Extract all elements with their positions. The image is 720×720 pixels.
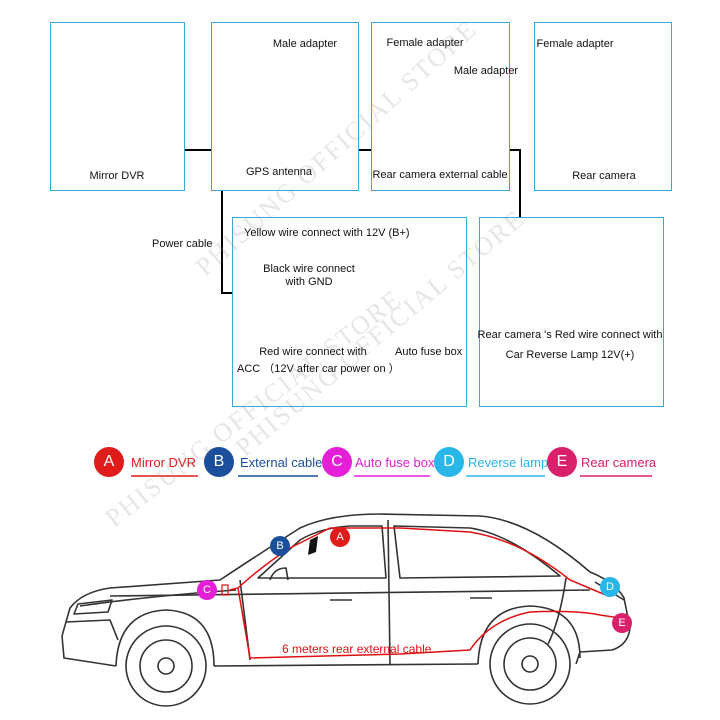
car-badge-d: D (600, 577, 620, 597)
legend-badge-a: A (94, 447, 124, 477)
legend-badge-e: E (547, 447, 577, 477)
mirror-dvr-box (50, 22, 185, 191)
rear-camera-box (534, 22, 672, 191)
legend-text-c: Auto fuse box (355, 455, 435, 470)
legend-text-b: External cable (240, 455, 323, 470)
black-wire-label-2: with GND (285, 276, 333, 288)
legend-text-e: Rear camera (581, 455, 657, 470)
legend-badge-d: D (434, 447, 464, 477)
fuse-box (232, 217, 467, 407)
car-badge-c: C (197, 580, 217, 600)
car-badge-b: B (270, 536, 290, 556)
legend-badge-c: C (322, 447, 352, 477)
power-cable-label: Power cable (152, 238, 213, 250)
reverse-lamp-label-1: Rear camera 's Red wire connect with (477, 329, 663, 341)
yellow-wire-label: Yellow wire connect with 12V (B+) (244, 227, 410, 239)
reverse-lamp-label-2: Car Reverse Lamp 12V(+) (505, 349, 635, 361)
car-cable-label: 6 meters rear external cable (282, 642, 432, 656)
rear-camera-label: Rear camera (572, 170, 636, 182)
rear-cable-box (371, 22, 510, 191)
reverse-lamp-box (479, 217, 664, 407)
car-dvr-block (308, 536, 318, 555)
car-outline (61, 513, 631, 707)
rear-cable-male-adapter-label: Male adapter (453, 65, 519, 77)
rear-camera-female-adapter-label: Female adapter (536, 38, 614, 50)
gps-antenna-label: GPS antenna (245, 166, 313, 178)
red-wire-label-1: Red wire connect with (259, 346, 367, 358)
black-wire-label-1: Black wire connect (263, 263, 355, 275)
gps-antenna-box (211, 22, 359, 191)
red-wire-label-2: ACC （12V after car power on ） (237, 363, 400, 375)
legend-badge-b: B (204, 447, 234, 477)
mirror-dvr-label: Mirror DVR (89, 170, 145, 182)
gps-male-adapter-label: Male adapter (272, 38, 338, 50)
auto-fuse-box-label: Auto fuse box (395, 346, 463, 358)
car-badge-e: E (612, 613, 632, 633)
car-badge-a: A (330, 527, 350, 547)
rear-cable-female-adapter-label: Female adapter (386, 37, 464, 49)
rear-cable-label: Rear camera external cable (372, 169, 508, 181)
legend-text-d: Reverse lamp (468, 455, 549, 470)
legend-text-a: Mirror DVR (131, 455, 196, 470)
